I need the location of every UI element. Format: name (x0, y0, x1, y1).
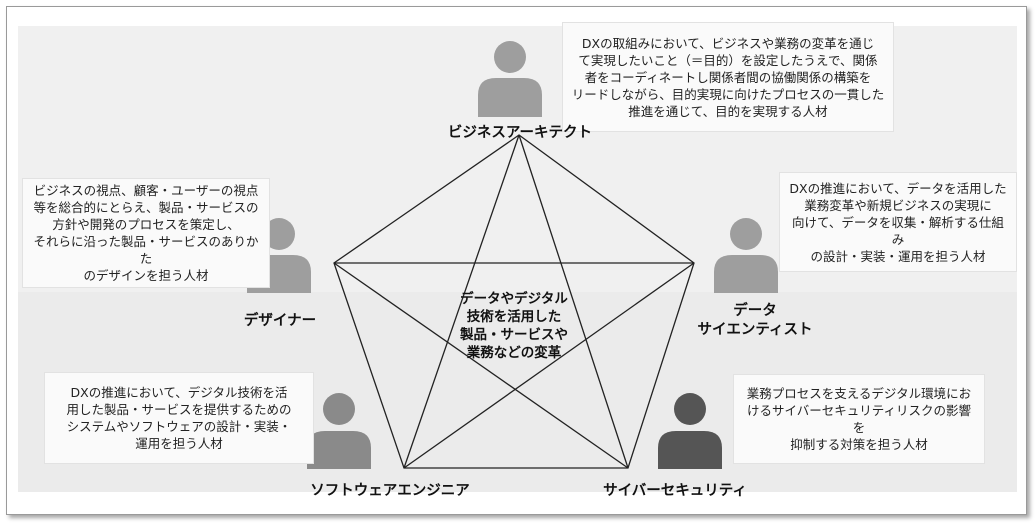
business-architect-description: DXの取組みにおいて、ビジネスや業務の変革を通じ て実現したいこと（＝目的）を設… (562, 22, 894, 132)
star-line (403, 134, 520, 469)
star-lines (333, 134, 695, 469)
cyber-security-title: サイバーセキュリティ (603, 483, 747, 499)
person-icon-business-architect (478, 41, 542, 117)
designer-description: ビジネスの視点、顧客・ユーザーの視点 等を総合的にとらえ、製品・サービスの 方針… (22, 178, 270, 288)
person-icon-data-scientist (714, 218, 778, 293)
business-architect-title: ビジネスアーキテクト (447, 125, 593, 141)
data-scientist-description: DXの推進において、データを活用した 業務変革や新規ビジネスの実現に 向けて、デ… (779, 172, 1017, 272)
data-scientist-title: データ サイエンティスト (697, 303, 813, 338)
designer-title: デザイナー (243, 313, 317, 329)
star-line (403, 262, 695, 469)
star-line (518, 134, 629, 469)
cyber-security-description: 業務プロセスを支えるデジタル環境にお けるサイバーセキュリティリスクの影響を 抑… (733, 374, 985, 464)
person-icon-software-engineer (307, 393, 371, 469)
star-line (333, 262, 629, 469)
pentagon-outline (333, 134, 695, 469)
center-label: データやデジタル 技術を活用した 製品・サービスや 業務などの変革 (460, 291, 568, 361)
software-engineer-title: ソフトウェアエンジニア (310, 483, 470, 499)
software-engineer-description: DXの推進において、デジタル技術を活 用した製品・サービスを提供するための シス… (44, 372, 314, 464)
person-icon-cyber-security (658, 393, 722, 469)
